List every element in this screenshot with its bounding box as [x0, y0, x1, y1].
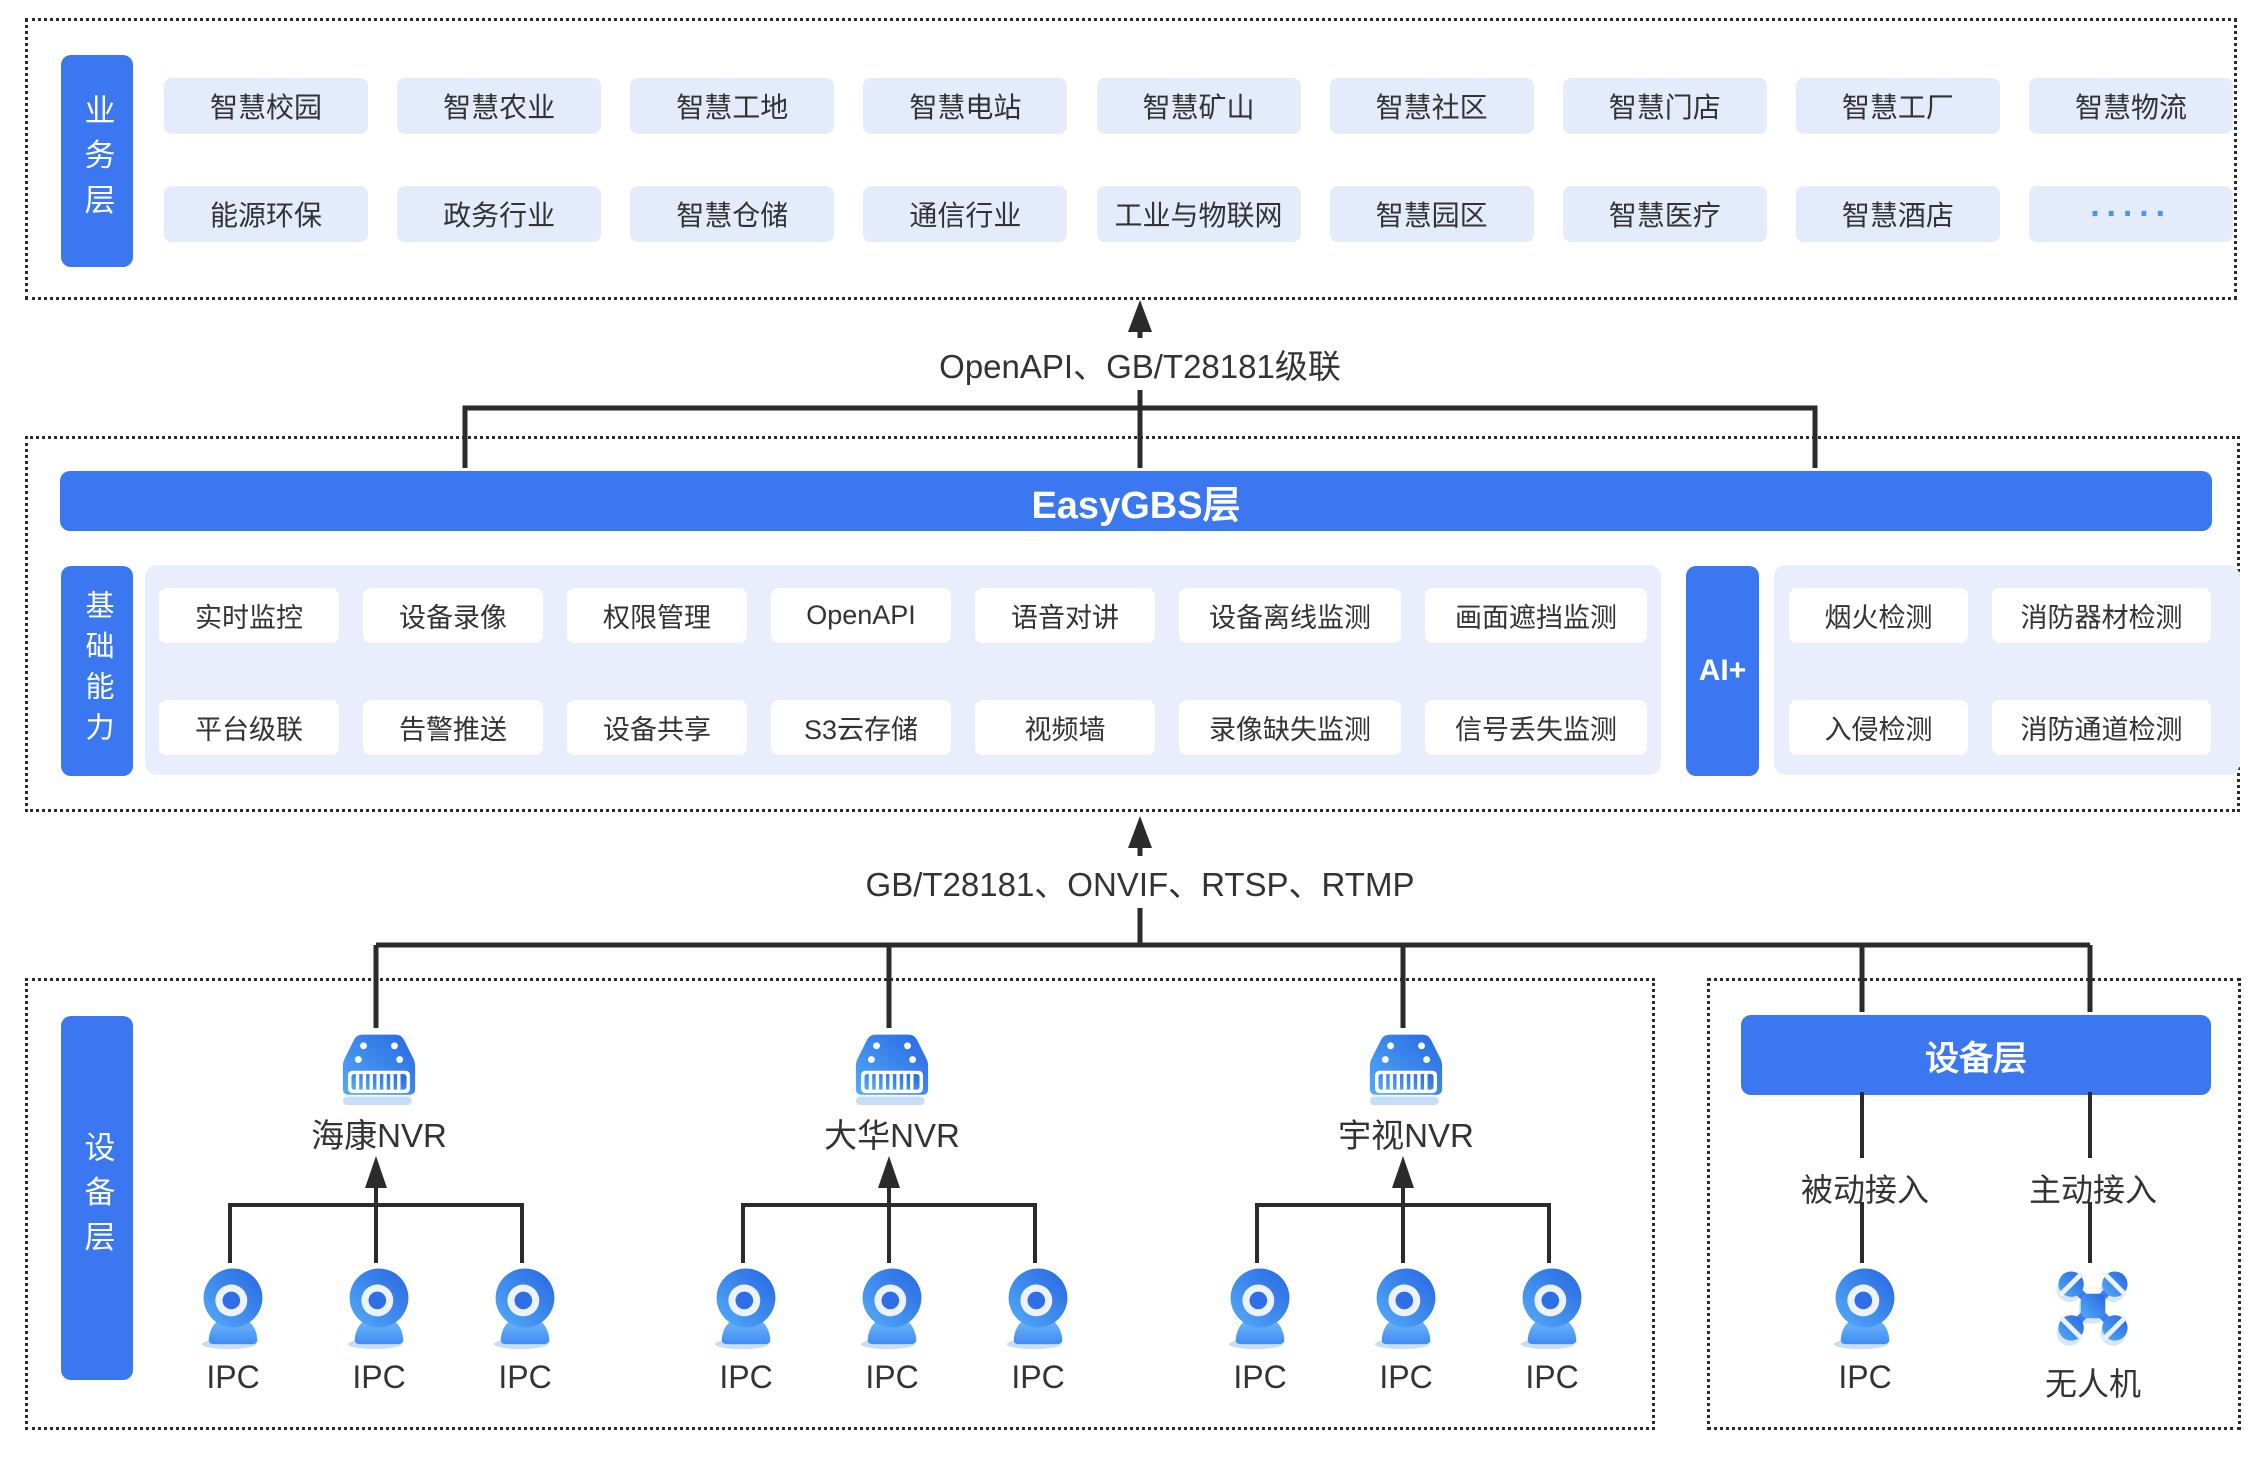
drone-label: 无人机	[2044, 1366, 2141, 1402]
capability-chip: 平台级联	[159, 700, 339, 755]
business-chip: 能源环保	[164, 186, 368, 242]
capability-chip: S3云存储	[771, 700, 951, 755]
nvr-label: 大华NVR	[824, 1117, 960, 1154]
capability-row-2: 平台级联 告警推送 设备共享 S3云存储 视频墙 录像缺失监测 信号丢失监测	[159, 700, 1647, 755]
capability-chip: 权限管理	[567, 588, 747, 643]
business-chip: 智慧物流	[2029, 78, 2233, 134]
capabilities-tag: 基础能力	[61, 566, 133, 776]
nvr-label: 宇视NVR	[1338, 1117, 1474, 1154]
business-chip: 智慧园区	[1329, 186, 1534, 242]
webcam-icon	[487, 1266, 563, 1350]
ai-panel: 烟火检测 消防器材检测 入侵检测 消防通道检测	[1774, 565, 2240, 775]
access-mode-label: 主动接入	[2028, 1172, 2157, 1208]
capability-chip: 语音对讲	[975, 588, 1155, 643]
capability-chip: 信号丢失监测	[1425, 700, 1647, 755]
device-layer-box: 设备层 海康NVR	[25, 978, 1655, 1430]
business-layer-tag: 业务层	[61, 55, 133, 267]
business-chip: 智慧酒店	[1795, 186, 2000, 242]
ipc-label: IPC	[206, 1359, 260, 1395]
webcam-icon	[195, 1266, 271, 1350]
nvr-label: 海康NVR	[311, 1117, 447, 1154]
device-layer-tag-label: 设备层	[79, 1130, 115, 1266]
business-chip-row-1: 智慧校园 智慧农业 智慧工地 智慧电站 智慧矿山 智慧社区 智慧门店 智慧工厂 …	[164, 78, 2233, 134]
business-chip: 通信行业	[863, 186, 1068, 242]
business-chip: 政务行业	[397, 186, 602, 242]
ai-chip: 消防器材检测	[1992, 588, 2211, 643]
ipc-label: IPC	[498, 1359, 552, 1395]
ai-chip: 入侵检测	[1789, 700, 1968, 755]
capability-chip: 画面遮挡监测	[1425, 588, 1647, 643]
ipc-label: IPC	[1011, 1359, 1065, 1395]
webcam-icon	[1000, 1266, 1076, 1350]
platform-layer-box: EasyGBS层 基础能力 实时监控 设备录像 权限管理 OpenAPI 语音对…	[25, 436, 2240, 812]
ipc-label: IPC	[1233, 1359, 1287, 1395]
capability-chip: 设备录像	[363, 588, 543, 643]
capability-row-1: 实时监控 设备录像 权限管理 OpenAPI 语音对讲 设备离线监测 画面遮挡监…	[159, 588, 1647, 643]
business-chip: 智慧医疗	[1562, 186, 1767, 242]
business-chip: 智慧农业	[397, 78, 602, 134]
ipc-label: IPC	[352, 1359, 406, 1395]
capability-chip: 录像缺失监测	[1179, 700, 1401, 755]
webcam-icon	[1827, 1266, 1903, 1350]
ai-row-1: 烟火检测 消防器材检测	[1789, 588, 2211, 643]
business-layer-box: 业务层 智慧校园 智慧农业 智慧工地 智慧电站 智慧矿山 智慧社区 智慧门店 智…	[25, 18, 2237, 300]
business-chip: 智慧仓储	[630, 186, 835, 242]
access-header: 设备层	[1741, 1015, 2211, 1095]
capabilities-tag-label: 基础能力	[81, 589, 113, 753]
nvr-recorder-icon	[336, 1031, 422, 1107]
business-chip: 智慧矿山	[1096, 78, 1301, 134]
capability-chip: 设备离线监测	[1179, 588, 1401, 643]
business-chip: 智慧工厂	[1795, 78, 2000, 134]
business-chip: 智慧电站	[863, 78, 1068, 134]
capabilities-panel: 实时监控 设备录像 权限管理 OpenAPI 语音对讲 设备离线监测 画面遮挡监…	[145, 565, 1661, 775]
capability-chip: 告警推送	[363, 700, 543, 755]
ipc-label: IPC	[1379, 1359, 1433, 1395]
nvr-recorder-icon	[1363, 1031, 1449, 1107]
ipc-label: IPC	[1525, 1359, 1579, 1395]
access-mode-label: 被动接入	[1800, 1172, 1929, 1208]
easygbs-bar-title: EasyGBS层	[1031, 484, 1241, 527]
capability-chip: OpenAPI	[771, 588, 951, 643]
nvr-recorder-icon	[849, 1031, 935, 1107]
access-header-label: 设备层	[1925, 1039, 2027, 1078]
webcam-icon	[854, 1266, 930, 1350]
business-chip: 工业与物联网	[1096, 186, 1301, 242]
capability-chip: 设备共享	[567, 700, 747, 755]
ai-chip: 烟火检测	[1789, 588, 1968, 643]
webcam-icon	[341, 1266, 417, 1350]
connector-label-top: OpenAPI、GB/T28181级联	[925, 338, 1355, 390]
drone-icon	[2051, 1264, 2135, 1348]
ai-plus-tag: AI+	[1686, 566, 1759, 776]
webcam-icon	[1222, 1266, 1298, 1350]
ipc-label: IPC	[865, 1359, 919, 1395]
webcam-icon	[1368, 1266, 1444, 1350]
connector-label-bottom: GB/T28181、ONVIF、RTSP、RTMP	[851, 856, 1429, 908]
business-chip: 智慧校园	[164, 78, 368, 134]
capability-chip: 实时监控	[159, 588, 339, 643]
business-layer-tag-label: 业务层	[79, 93, 115, 229]
ai-plus-tag-label: AI+	[1698, 654, 1747, 687]
ipc-label: IPC	[719, 1359, 773, 1395]
business-chip-row-2: 能源环保 政务行业 智慧仓储 通信行业 工业与物联网 智慧园区 智慧医疗 智慧酒…	[164, 186, 2233, 242]
easygbs-bar: EasyGBS层	[60, 471, 2212, 531]
webcam-icon	[708, 1266, 784, 1350]
business-chip: 智慧门店	[1562, 78, 1767, 134]
device-layer-tag: 设备层	[61, 1016, 133, 1380]
webcam-icon	[1514, 1266, 1590, 1350]
capability-chip: 视频墙	[975, 700, 1155, 755]
access-device-box: 设备层 被动接入 主动接入 IPC	[1707, 978, 2241, 1430]
business-chip: 智慧工地	[630, 78, 835, 134]
ai-chip: 消防通道检测	[1992, 700, 2211, 755]
business-chip: 智慧社区	[1329, 78, 1534, 134]
ellipsis-dots-icon: ·····	[2029, 186, 2233, 242]
ai-row-2: 入侵检测 消防通道检测	[1789, 700, 2211, 755]
ipc-label: IPC	[1838, 1359, 1892, 1395]
